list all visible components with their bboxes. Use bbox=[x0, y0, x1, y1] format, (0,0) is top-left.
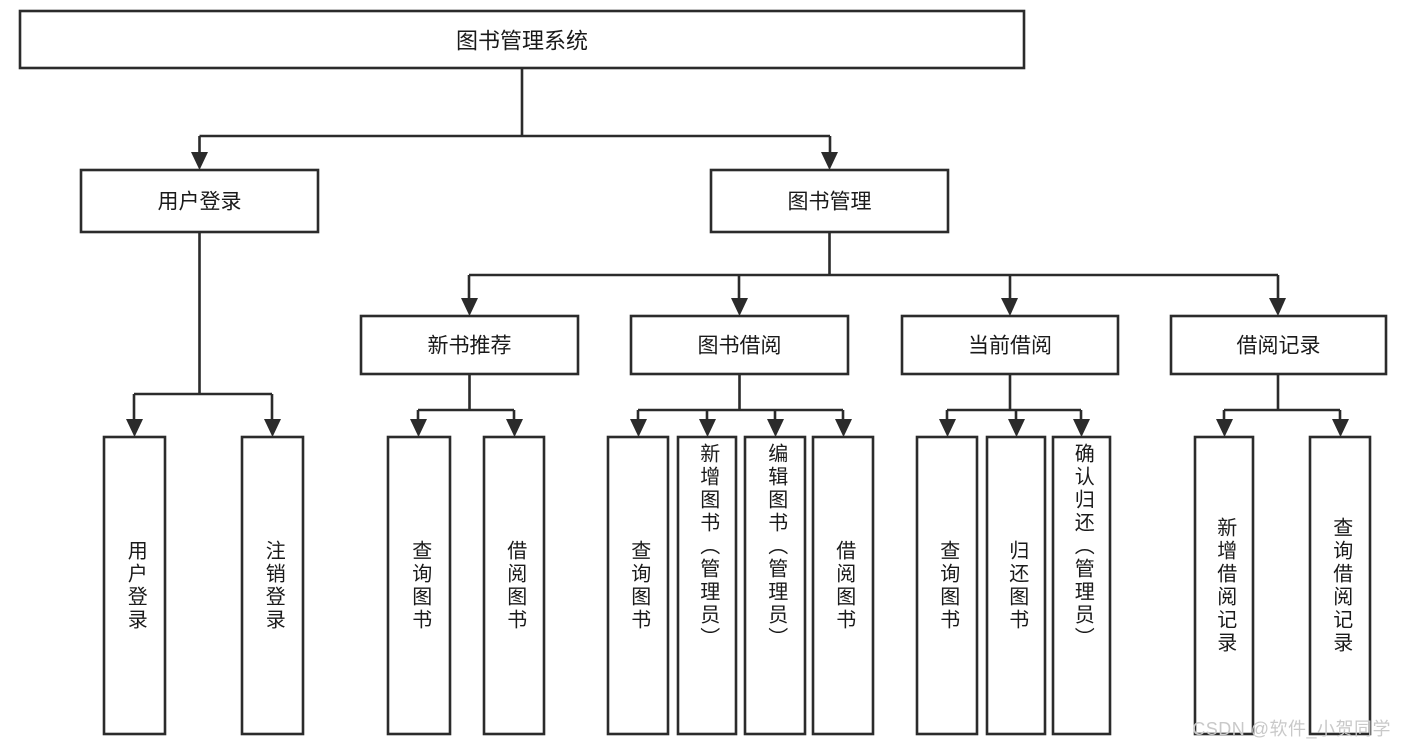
leaf-add-book-admin-box[interactable] bbox=[676, 435, 738, 736]
arrow-head-icon bbox=[835, 419, 852, 437]
leaf-confirm-return-admin-box[interactable] bbox=[1051, 435, 1112, 736]
leaf-user-login-box[interactable] bbox=[102, 435, 167, 736]
leaf-query-borrow-record-box[interactable] bbox=[1308, 435, 1372, 736]
arrow-head-icon bbox=[1073, 419, 1090, 437]
leaf-return-book-box[interactable] bbox=[985, 435, 1047, 736]
node-current-borrow-label: 当前借阅 bbox=[968, 335, 1052, 358]
leaf-add-borrow-record-box[interactable] bbox=[1193, 435, 1255, 736]
arrow-head-icon bbox=[410, 419, 427, 437]
node-root-label: 图书管理系统 bbox=[456, 29, 588, 54]
connector-root-to-level2 bbox=[198, 68, 832, 154]
arrow-head-icon bbox=[731, 298, 748, 316]
connector-bookborrow-to-leaves bbox=[636, 374, 845, 420]
node-book-manage-label: 图书管理 bbox=[788, 191, 872, 214]
arrow-head-icon bbox=[264, 419, 281, 437]
leaf-user-logout-box[interactable] bbox=[240, 435, 305, 736]
connector-userlogin-to-leaves bbox=[132, 232, 274, 420]
arrow-head-icon bbox=[699, 419, 716, 437]
arrow-head-icon bbox=[1001, 298, 1018, 316]
node-current-borrow-box[interactable] bbox=[900, 314, 1120, 376]
leaf-query-book-3-box[interactable] bbox=[915, 435, 979, 736]
node-layer: 图书管理系统 用户登录 图书管理 新书推荐 图书借阅 当前借阅 借阅记录 bbox=[18, 9, 1388, 736]
arrow-head-icon bbox=[630, 419, 647, 437]
node-new-book-recommend-label: 新书推荐 bbox=[428, 335, 512, 358]
arrow-head-icon bbox=[1269, 298, 1286, 316]
leaf-query-book-2-box[interactable] bbox=[606, 435, 670, 736]
node-borrow-record-box[interactable] bbox=[1169, 314, 1388, 376]
arrow-head-icon bbox=[939, 419, 956, 437]
leaf-borrow-book-1-box[interactable] bbox=[482, 435, 546, 736]
leaf-borrow-book-2-box[interactable] bbox=[811, 435, 875, 736]
leaf-query-book-1-box[interactable] bbox=[386, 435, 452, 736]
arrow-head-icon bbox=[821, 152, 838, 170]
node-user-login-label: 用户登录 bbox=[158, 191, 242, 214]
csdn-watermark: CSDN @软件_小贺同学 bbox=[1192, 719, 1391, 739]
node-borrow-record-label: 借阅记录 bbox=[1237, 335, 1321, 358]
arrowhead-layer bbox=[126, 152, 1349, 437]
arrow-head-icon bbox=[1008, 419, 1025, 437]
connector-newbook-to-leaves bbox=[416, 374, 516, 420]
arrow-head-icon bbox=[461, 298, 478, 316]
connector-borrowrecord-to-leaves bbox=[1222, 374, 1342, 420]
node-new-book-recommend-box[interactable] bbox=[359, 314, 580, 376]
connector-bookmanage-to-level3 bbox=[467, 232, 1280, 299]
arrow-head-icon bbox=[1332, 419, 1349, 437]
arrow-head-icon bbox=[126, 419, 143, 437]
connector-currentborrow-to-leaves bbox=[945, 374, 1083, 420]
arrow-head-icon bbox=[506, 419, 523, 437]
connector-layer bbox=[132, 68, 1342, 420]
node-book-borrow-box[interactable] bbox=[629, 314, 850, 376]
arrow-head-icon bbox=[767, 419, 784, 437]
arrow-head-icon bbox=[191, 152, 208, 170]
arrow-head-icon bbox=[1216, 419, 1233, 437]
node-user-login-box[interactable] bbox=[79, 168, 320, 234]
node-book-manage-box[interactable] bbox=[709, 168, 950, 234]
leaf-edit-book-admin-box[interactable] bbox=[743, 435, 807, 736]
node-root-box[interactable] bbox=[18, 9, 1026, 70]
node-book-borrow-label: 图书借阅 bbox=[698, 335, 782, 358]
